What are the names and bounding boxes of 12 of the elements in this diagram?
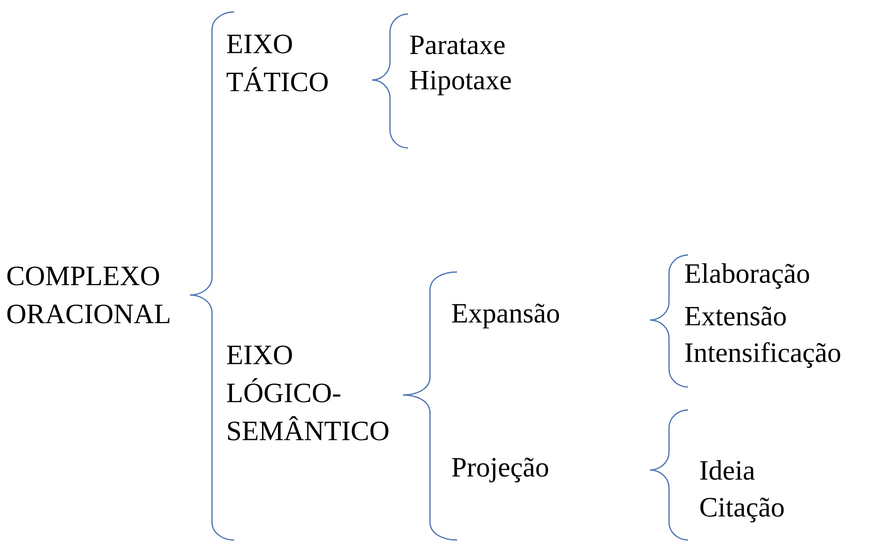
label-text: Extensão: [685, 306, 786, 326]
label-text: Parataxe: [410, 36, 505, 54]
label-text: Ideia: [700, 460, 755, 480]
label-text: Citação: [700, 498, 784, 522]
label-text: EIXO TÁTICO: [226, 34, 328, 92]
label-text: Projeção: [452, 458, 548, 482]
label-text: COMPLEXO ORACIONAL: [7, 266, 170, 324]
label-text: Expansão: [452, 304, 559, 328]
label-text: Hipotaxe: [410, 70, 511, 96]
label-text: Intensificação: [685, 342, 840, 368]
label-text: EIXO LÓGICO- SEMÂNTICO: [227, 346, 388, 440]
label-text: Elaboração: [685, 263, 810, 289]
